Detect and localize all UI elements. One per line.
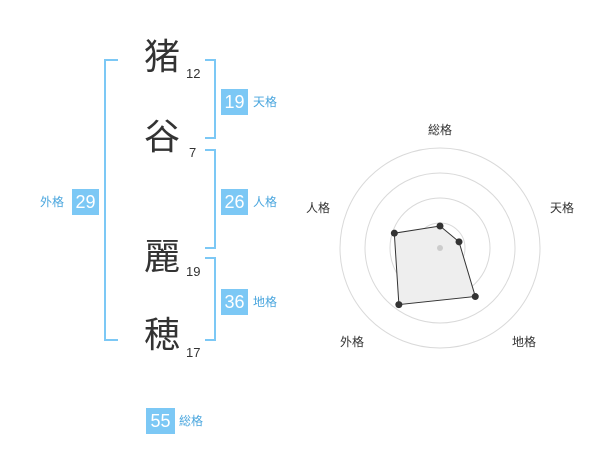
jinkaku-bracket — [205, 149, 216, 249]
name-char-4-strokes: 17 — [186, 345, 201, 360]
radar-axis-label-chikaku: 地格 — [512, 335, 537, 349]
chikaku-value: 36 — [221, 289, 248, 315]
radar-axis-label-tenkaku: 天格 — [550, 201, 575, 215]
name-char-1: 猪 — [144, 37, 181, 78]
name-char-3: 麗 — [144, 237, 181, 278]
radar-center-dot — [437, 245, 443, 251]
radar-point-0 — [436, 222, 444, 230]
soukaku-label: 総格 — [179, 414, 204, 428]
radar-ring — [364, 172, 516, 324]
name-char-3-strokes: 19 — [186, 264, 201, 279]
radar-axis-label-jinkaku: 人格 — [306, 201, 331, 215]
name-char-1-strokes: 12 — [186, 66, 201, 81]
radar-point-3 — [395, 301, 403, 309]
gaikaku-value: 29 — [72, 189, 99, 215]
tenkaku-label: 天格 — [253, 95, 278, 109]
radar-ring — [339, 147, 541, 349]
radar-axis-label-soukaku: 総格 — [428, 123, 453, 137]
jinkaku-label: 人格 — [253, 195, 278, 209]
chikaku-bracket — [205, 257, 216, 341]
radar-point-1 — [455, 238, 463, 246]
radar-axis-label-gaikaku: 外格 — [340, 335, 365, 349]
radar-point-2 — [471, 293, 479, 301]
tenkaku-value: 19 — [221, 89, 248, 115]
radar-polygon — [393, 225, 476, 306]
chikaku-label: 地格 — [253, 295, 278, 309]
name-char-4: 穂 — [144, 315, 181, 356]
jinkaku-value: 26 — [221, 189, 248, 215]
gaikaku-bracket — [104, 59, 118, 341]
name-char-2: 谷 — [144, 117, 181, 158]
radar-point-4 — [390, 229, 398, 237]
tenkaku-bracket — [205, 59, 216, 139]
gaikaku-label: 外格 — [40, 195, 65, 209]
soukaku-value: 55 — [146, 408, 175, 434]
name-char-2-strokes: 7 — [189, 145, 197, 160]
